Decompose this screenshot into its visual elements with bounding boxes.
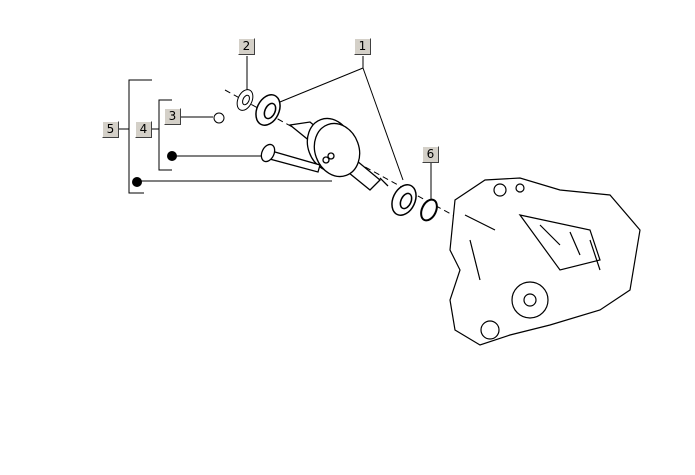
callout-5[interactable]: 5 [102, 121, 119, 138]
crankcase-icon [449, 177, 641, 346]
bullet-5 [132, 177, 142, 187]
callout-6[interactable]: 6 [422, 146, 439, 163]
bearing-icon [236, 89, 254, 111]
callout-3[interactable]: 3 [164, 108, 181, 125]
callout-1[interactable]: 1 [354, 38, 371, 55]
nut-icon [213, 112, 225, 124]
leader-1b [362, 67, 404, 181]
callout-4[interactable]: 4 [135, 121, 152, 138]
callout-2[interactable]: 2 [238, 38, 255, 55]
crankshaft-icon [260, 117, 389, 191]
bracket-5 [119, 79, 152, 194]
bullet-4 [167, 151, 177, 161]
bracket-4 [152, 99, 172, 171]
oil-seal-icon [420, 198, 438, 222]
leader-1a [274, 67, 364, 105]
